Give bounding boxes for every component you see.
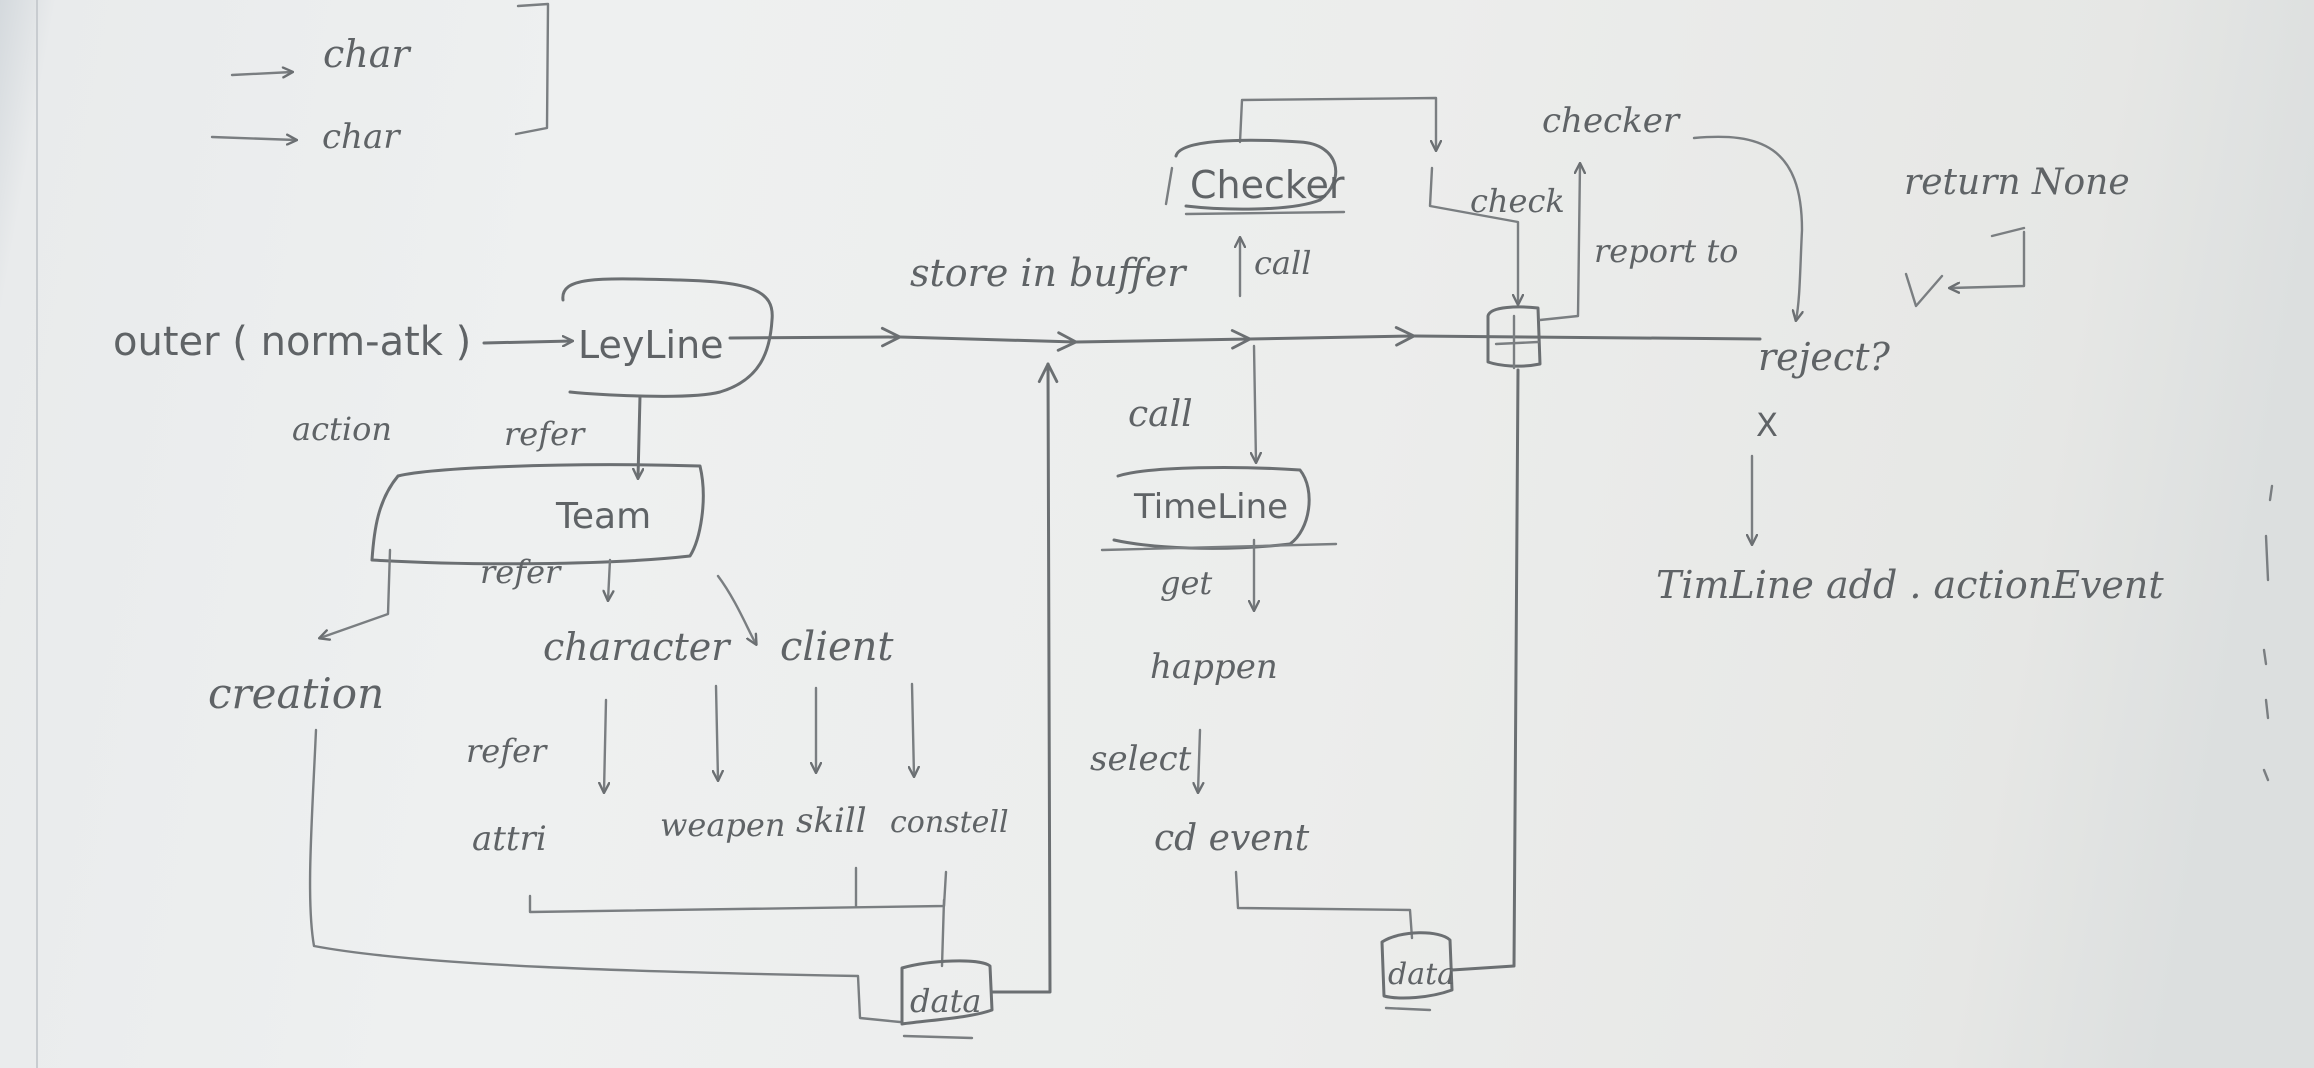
- weapon-label: weapen: [660, 806, 785, 844]
- refer-label-1: refer: [504, 415, 586, 453]
- junction-box: [1486, 305, 1542, 368]
- creation-to-data-line: [308, 728, 902, 1024]
- leyline-label: LeyLine: [578, 323, 724, 367]
- cdevent-label: cd event: [1154, 818, 1310, 859]
- report-to-line: [1538, 164, 1580, 322]
- call-down-label: call: [1128, 394, 1193, 435]
- character-to-attri-arrow: [604, 698, 606, 792]
- team-box: [370, 463, 705, 566]
- checker-loop-to-check: [1238, 96, 1436, 150]
- x-mark: X: [1756, 406, 1778, 444]
- team-label: Team: [555, 496, 651, 537]
- data-to-buffer-arrow: [990, 362, 1059, 994]
- return-none-arrow: [1950, 230, 2026, 288]
- main-flow-line-5: [1412, 334, 1762, 341]
- checker-box-label: Checker: [1190, 163, 1345, 207]
- outer-to-leyline-arrow: [482, 341, 572, 343]
- paper-edge: [36, 0, 38, 1068]
- refer-label-3: refer: [466, 732, 548, 770]
- edge-mark-1: [2268, 484, 2274, 502]
- check-mark: [1904, 272, 1944, 308]
- get-label: get: [1160, 564, 1212, 602]
- note-char-2: char: [322, 117, 401, 157]
- main-flow-line-2: [898, 331, 1078, 352]
- note-bracket: [514, 2, 550, 136]
- junction-cross-h: [1494, 340, 1540, 346]
- client-to-constell-arrow: [912, 682, 914, 776]
- action-label: action: [292, 410, 392, 448]
- call-up-label: call: [1254, 244, 1311, 282]
- timeline-add-label: TimLine add . actionEvent: [1656, 563, 2164, 607]
- note-arrow-2: [210, 137, 296, 140]
- call-down-arrow: [1254, 344, 1256, 462]
- data-left-underline: [902, 1034, 974, 1040]
- data-right-box: [1380, 931, 1454, 1000]
- main-flow-line-1: [728, 326, 902, 348]
- team-to-creation-arrow: [320, 548, 392, 638]
- data-left-box: [900, 959, 994, 1026]
- main-flow-line-4: [1248, 326, 1416, 347]
- edge-mark-4: [2264, 698, 2270, 720]
- check-label: check: [1470, 182, 1565, 220]
- return-none-flag: [1990, 226, 2026, 238]
- constell-label: constell: [890, 805, 1009, 840]
- select-arrow: [1198, 728, 1200, 792]
- checker-to-reject-arrow: [1692, 135, 1802, 320]
- main-flow-line-3: [1074, 329, 1252, 350]
- attributes-to-data-line: [940, 898, 946, 968]
- attri-label: attri: [472, 819, 547, 859]
- refer-label-2: refer: [480, 553, 562, 591]
- data-right-label: data: [1388, 957, 1455, 992]
- edge-mark-3: [2262, 648, 2268, 666]
- reject-label: reject?: [1758, 335, 1890, 379]
- return-none-label: return None: [1904, 162, 2130, 203]
- creation-label: creation: [208, 669, 384, 718]
- top-left-note-group: char char: [210, 2, 550, 157]
- note-char-1: char: [323, 32, 412, 76]
- checker-box-tick: [1164, 166, 1174, 206]
- team-to-character-arrow: [608, 558, 610, 600]
- edge-mark-2: [2264, 534, 2270, 582]
- checker-top-label: checker: [1542, 101, 1681, 141]
- client-label: client: [780, 624, 894, 670]
- data-left-label: data: [910, 982, 982, 1020]
- timeline-underline: [1100, 542, 1338, 552]
- note-arrow-1: [230, 72, 292, 75]
- select-label: select: [1090, 739, 1192, 779]
- team-to-client-arrow: [716, 574, 756, 644]
- data-right-underline: [1384, 1006, 1432, 1012]
- checker-box: [1174, 138, 1338, 211]
- store-in-buffer-label: store in buffer: [910, 251, 1188, 295]
- report-to-label: report to: [1594, 232, 1738, 270]
- check-line: [1428, 166, 1518, 304]
- leyline-box: [561, 277, 774, 398]
- skill-label: skill: [796, 801, 867, 841]
- outer-norm-atk-label: outer ( norm-atk ): [113, 319, 471, 365]
- character-to-weapon-arrow: [716, 684, 718, 780]
- edge-mark-5: [2262, 768, 2270, 782]
- timeline-label: TimeLine: [1133, 487, 1288, 527]
- attributes-bracket: [528, 870, 948, 914]
- data-right-to-junction-line: [1450, 368, 1520, 972]
- cdevent-to-data-line: [1234, 870, 1414, 940]
- character-label: character: [543, 625, 732, 669]
- happen-label: happen: [1150, 647, 1278, 687]
- checker-box-underline: [1184, 210, 1346, 216]
